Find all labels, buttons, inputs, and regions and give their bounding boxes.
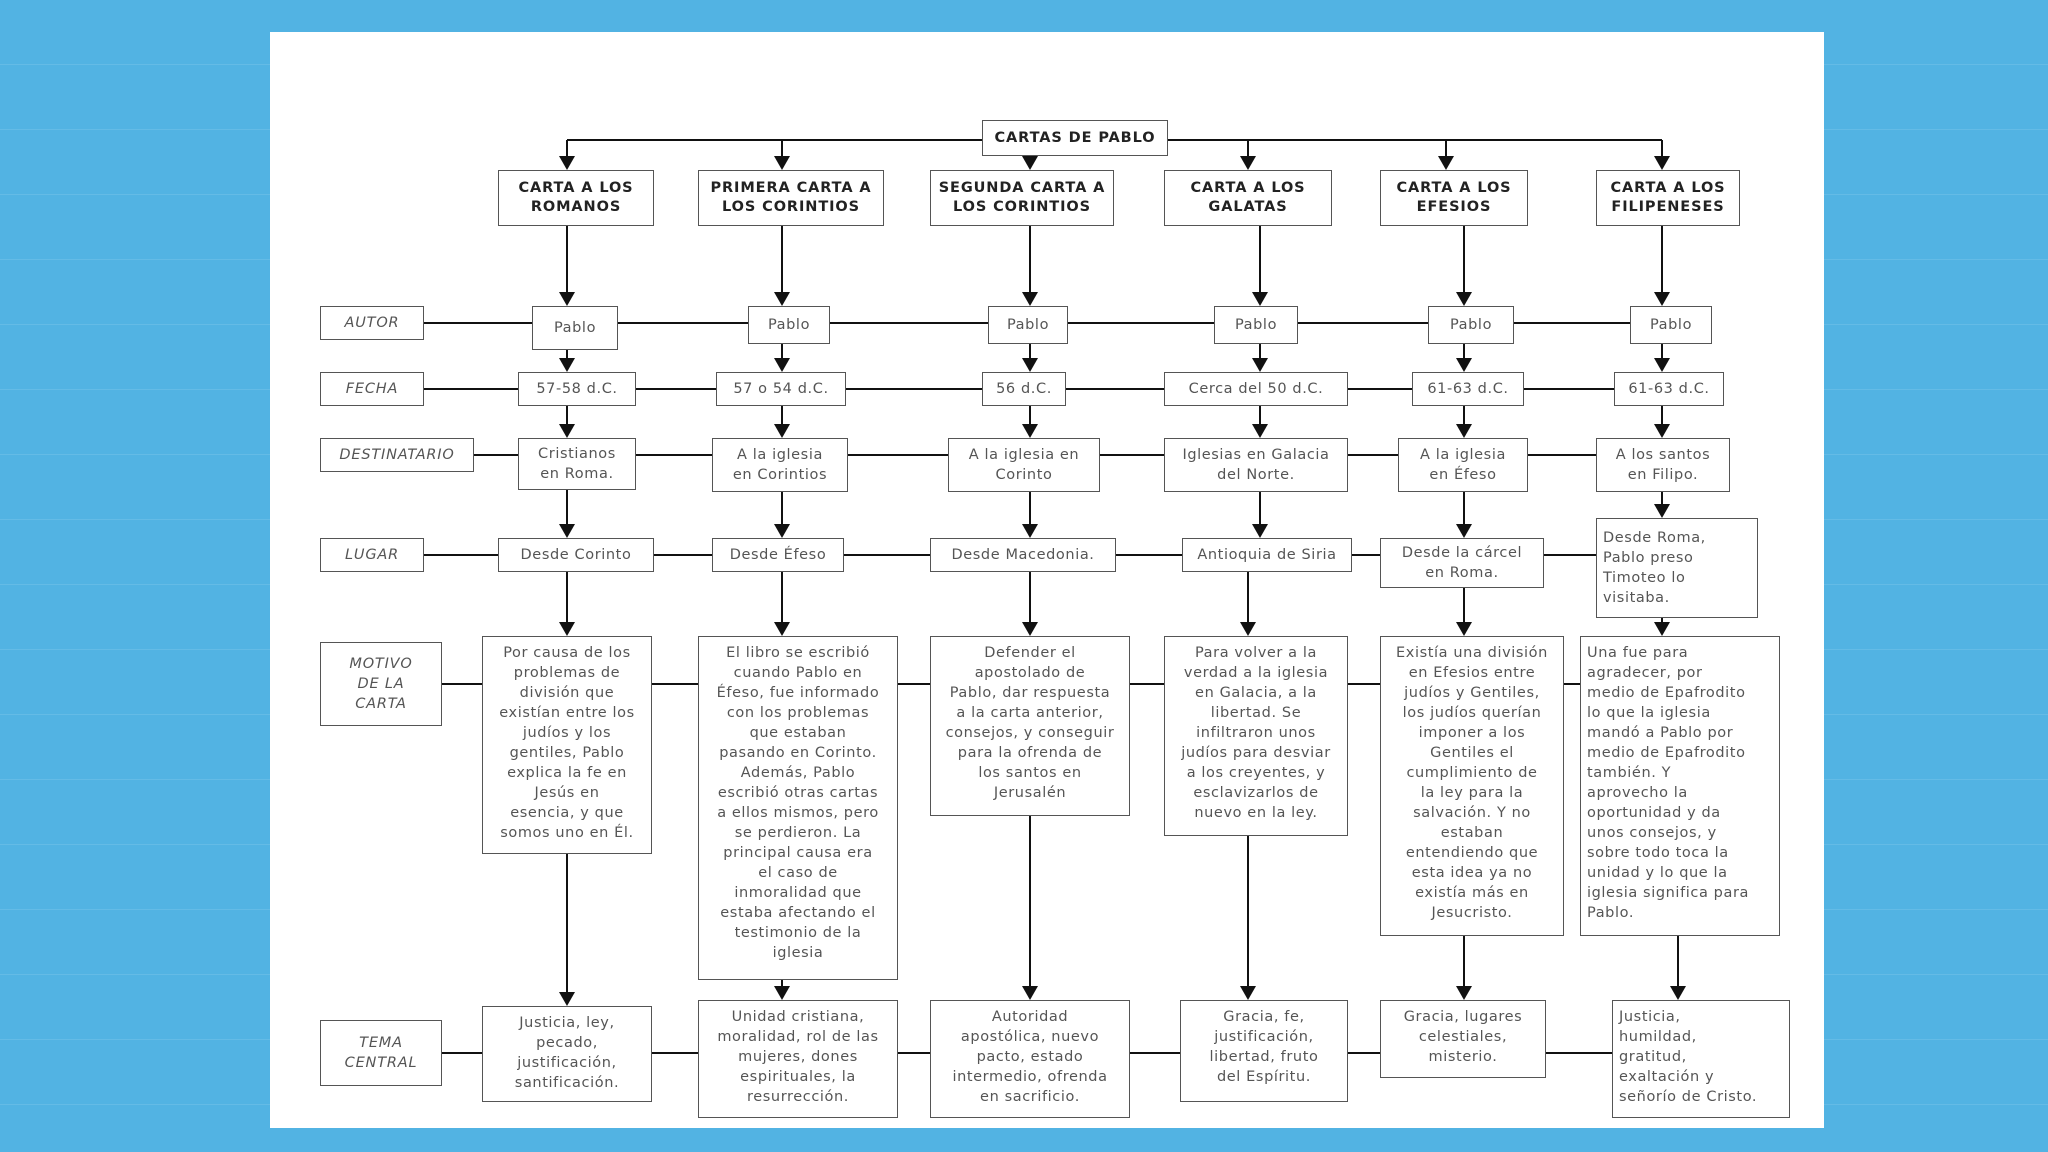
autor-cell-filipenses: Pablo: [1630, 306, 1712, 344]
destinatario-cell-romanos: Cristianos en Roma.: [518, 438, 636, 490]
row-label-fecha: FECHA: [320, 372, 424, 406]
arrowhead: [559, 424, 575, 438]
autor-cell-1-corintios: Pablo: [748, 306, 830, 344]
motivo-cell-efesios: Existía una división en Efesios entre ju…: [1380, 636, 1564, 936]
arrowhead: [1240, 156, 1256, 170]
arrowhead: [774, 156, 790, 170]
row-label-lugar: LUGAR: [320, 538, 424, 572]
fecha-cell-galatas: Cerca del 50 d.C.: [1164, 372, 1348, 406]
arrowhead: [1654, 622, 1670, 636]
arrowhead: [1654, 504, 1670, 518]
autor-cell-2-corintios: Pablo: [988, 306, 1068, 344]
arrowhead: [559, 358, 575, 372]
lugar-cell-filipenses: Desde Roma, Pablo preso Timoteo lo visit…: [1596, 518, 1758, 618]
tema-cell-galatas: Gracia, fe, justificación, libertad, fru…: [1180, 1000, 1348, 1102]
row-label-destinatario: DESTINATARIO: [320, 438, 474, 472]
arrowhead: [559, 292, 575, 306]
lugar-cell-efesios: Desde la cárcel en Roma.: [1380, 538, 1544, 588]
motivo-cell-2-corintios: Defender el apostolado de Pablo, dar res…: [930, 636, 1130, 816]
arrowhead: [1022, 986, 1038, 1000]
row-label-motivo: MOTIVO DE LA CARTA: [320, 642, 442, 726]
tema-cell-filipenses: Justicia, humildad, gratitud, exaltación…: [1612, 1000, 1790, 1118]
arrowhead: [774, 292, 790, 306]
lugar-cell-romanos: Desde Corinto: [498, 538, 654, 572]
autor-cell-galatas: Pablo: [1214, 306, 1298, 344]
arrowhead: [1438, 156, 1454, 170]
arrowhead: [774, 986, 790, 1000]
tema-cell-1-corintios: Unidad cristiana, moralidad, rol de las …: [698, 1000, 898, 1118]
row-label-tema: TEMA CENTRAL: [320, 1020, 442, 1086]
fecha-cell-efesios: 61-63 d.C.: [1412, 372, 1524, 406]
arrowhead: [1022, 424, 1038, 438]
letter-header-galatas: CARTA A LOS GALATAS: [1164, 170, 1332, 226]
arrowhead: [1252, 424, 1268, 438]
arrowhead: [1022, 358, 1038, 372]
arrowhead: [774, 424, 790, 438]
tema-cell-2-corintios: Autoridad apostólica, nuevo pacto, estad…: [930, 1000, 1130, 1118]
letter-header-1-corintios: PRIMERA CARTA A LOS CORINTIOS: [698, 170, 884, 226]
arrowhead: [1654, 156, 1670, 170]
arrowhead: [1670, 986, 1686, 1000]
arrowhead: [1252, 524, 1268, 538]
motivo-cell-romanos: Por causa de los problemas de división q…: [482, 636, 652, 854]
tema-cell-romanos: Justicia, ley, pecado, justificación, sa…: [482, 1006, 652, 1102]
destinatario-cell-filipenses: A los santos en Filipo.: [1596, 438, 1730, 492]
arrowhead: [1654, 358, 1670, 372]
arrowhead: [1456, 424, 1472, 438]
letter-header-filipenses: CARTA A LOS FILIPENESES: [1596, 170, 1740, 226]
arrowhead: [774, 358, 790, 372]
fecha-cell-2-corintios: 56 d.C.: [982, 372, 1066, 406]
arrowhead: [1654, 292, 1670, 306]
motivo-cell-galatas: Para volver a la verdad a la iglesia en …: [1164, 636, 1348, 836]
diagram-sheet: CARTAS DE PABLO AUTOR FECHA DESTINATARIO…: [270, 32, 1824, 1128]
arrowhead: [1456, 358, 1472, 372]
arrowhead: [559, 992, 575, 1006]
arrowhead: [1240, 622, 1256, 636]
destinatario-cell-1-corintios: A la iglesia en Corintios: [712, 438, 848, 492]
arrowhead: [1456, 524, 1472, 538]
lugar-cell-galatas: Antioquia de Siria: [1182, 538, 1352, 572]
arrowhead: [1022, 292, 1038, 306]
arrowhead: [774, 622, 790, 636]
arrowhead: [1022, 156, 1038, 170]
arrowhead: [1252, 358, 1268, 372]
letter-header-romanos: CARTA A LOS ROMANOS: [498, 170, 654, 226]
letter-header-efesios: CARTA A LOS EFESIOS: [1380, 170, 1528, 226]
arrowhead: [559, 622, 575, 636]
arrowhead: [1022, 524, 1038, 538]
row-label-autor: AUTOR: [320, 306, 424, 340]
arrowhead: [1456, 292, 1472, 306]
arrowhead: [1654, 424, 1670, 438]
arrowhead: [1240, 986, 1256, 1000]
arrowhead: [559, 156, 575, 170]
tema-cell-efesios: Gracia, lugares celestiales, misterio.: [1380, 1000, 1546, 1078]
lugar-cell-2-corintios: Desde Macedonia.: [930, 538, 1116, 572]
arrowhead: [1456, 622, 1472, 636]
arrowhead: [1022, 622, 1038, 636]
autor-cell-efesios: Pablo: [1428, 306, 1514, 344]
arrowhead: [1456, 986, 1472, 1000]
lugar-cell-1-corintios: Desde Éfeso: [712, 538, 844, 572]
destinatario-cell-efesios: A la iglesia en Éfeso: [1398, 438, 1528, 492]
title-box: CARTAS DE PABLO: [982, 120, 1168, 156]
fecha-cell-romanos: 57-58 d.C.: [518, 372, 636, 406]
arrowhead: [1252, 292, 1268, 306]
fecha-cell-1-corintios: 57 o 54 d.C.: [716, 372, 846, 406]
fecha-cell-filipenses: 61-63 d.C.: [1614, 372, 1724, 406]
destinatario-cell-2-corintios: A la iglesia en Corinto: [948, 438, 1100, 492]
arrowhead: [774, 524, 790, 538]
autor-cell-romanos: Pablo: [532, 306, 618, 350]
motivo-cell-filipenses: Una fue para agradecer, por medio de Epa…: [1580, 636, 1780, 936]
motivo-cell-1-corintios: El libro se escribió cuando Pablo en Éfe…: [698, 636, 898, 980]
arrowhead: [559, 524, 575, 538]
destinatario-cell-galatas: Iglesias en Galacia del Norte.: [1164, 438, 1348, 492]
letter-header-2-corintios: SEGUNDA CARTA A LOS CORINTIOS: [930, 170, 1114, 226]
